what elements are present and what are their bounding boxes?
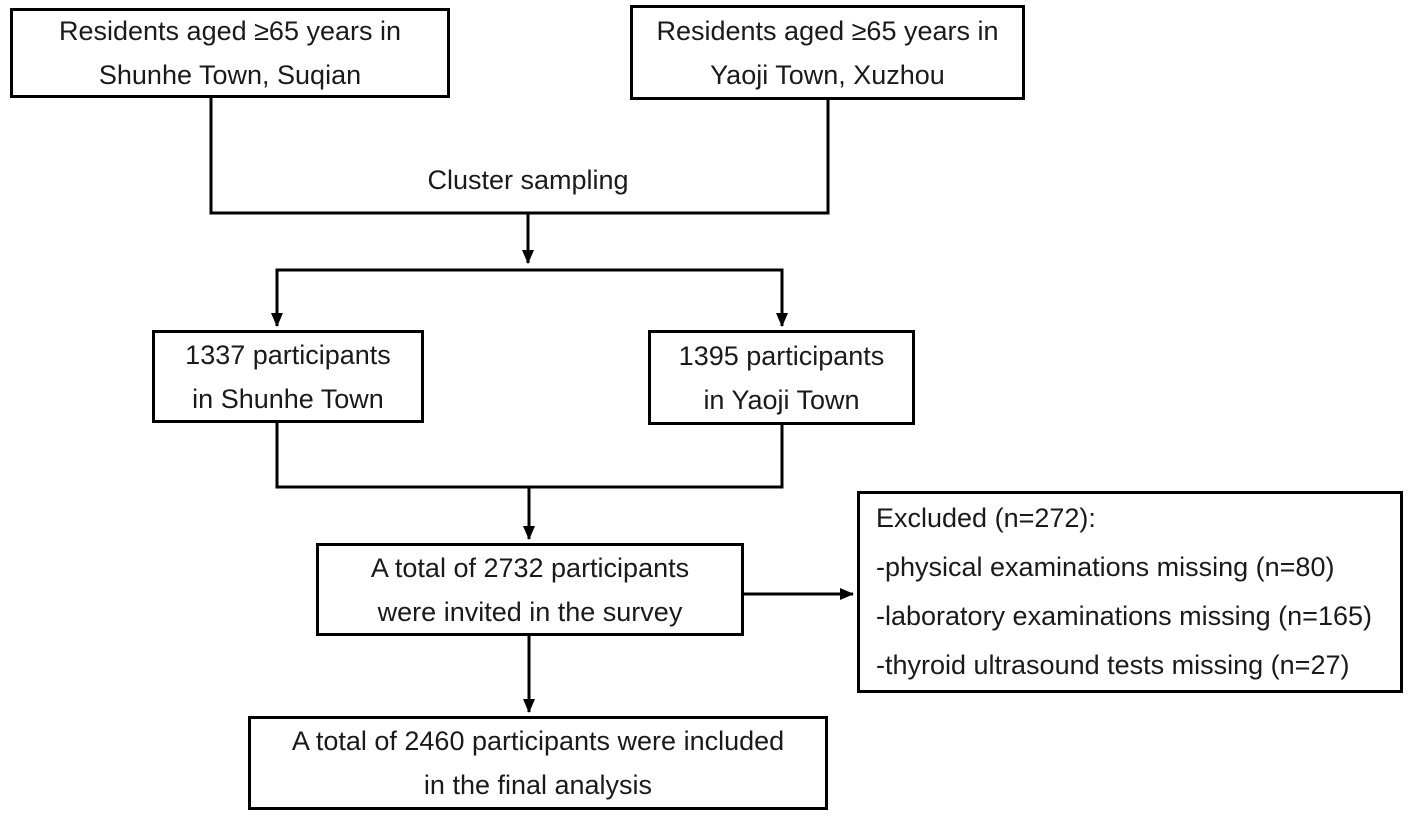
box-participants-yaoji: 1395 participants in Yaoji Town	[648, 330, 915, 425]
box-excluded-header: Excluded (n=272):	[876, 503, 1096, 533]
box-excluded-item-physical: -physical examinations missing (n=80)	[876, 552, 1335, 582]
box-final-analysis: A total of 2460 participants were includ…	[248, 716, 828, 810]
box-excluded: Excluded (n=272): -physical examinations…	[857, 491, 1403, 693]
box-participants-yaoji-line2: in Yaoji Town	[703, 384, 860, 415]
box-residents-shunhe: Residents aged ≥65 years in Shunhe Town,…	[10, 8, 450, 98]
cluster-sampling-label: Cluster sampling	[427, 165, 629, 195]
box-residents-shunhe-line1: Residents aged ≥65 years in	[58, 16, 402, 46]
box-excluded-item-laboratory: -laboratory examinations missing (n=165)	[876, 601, 1372, 631]
box-excluded-item-thyroid: -thyroid ultrasound tests missing (n=27)	[876, 650, 1350, 680]
box-final-analysis-line1: A total of 2460 participants were includ…	[291, 726, 785, 756]
box-residents-yaoji: Residents aged ≥65 years in Yaoji Town, …	[630, 5, 1025, 100]
box-residents-yaoji-line2: Yaoji Town, Xuzhou	[710, 59, 945, 90]
box-participants-shunhe-line1: 1337 participants	[185, 339, 391, 370]
box-residents-yaoji-line1: Residents aged ≥65 years in	[656, 15, 999, 46]
box-invited-total-line2: were invited in the survey	[377, 596, 683, 627]
box-participants-shunhe-line2: in Shunhe Town	[192, 383, 384, 414]
box-residents-shunhe-line2: Shunhe Town, Suqian	[98, 60, 362, 90]
box-participants-yaoji-line1: 1395 participants	[678, 340, 885, 371]
box-final-analysis-line2: in the final analysis	[423, 770, 653, 800]
box-invited-total: A total of 2732 participants were invite…	[316, 543, 744, 636]
box-participants-shunhe: 1337 participants in Shunhe Town	[152, 330, 424, 423]
box-invited-total-line1: A total of 2732 participants	[370, 552, 690, 583]
